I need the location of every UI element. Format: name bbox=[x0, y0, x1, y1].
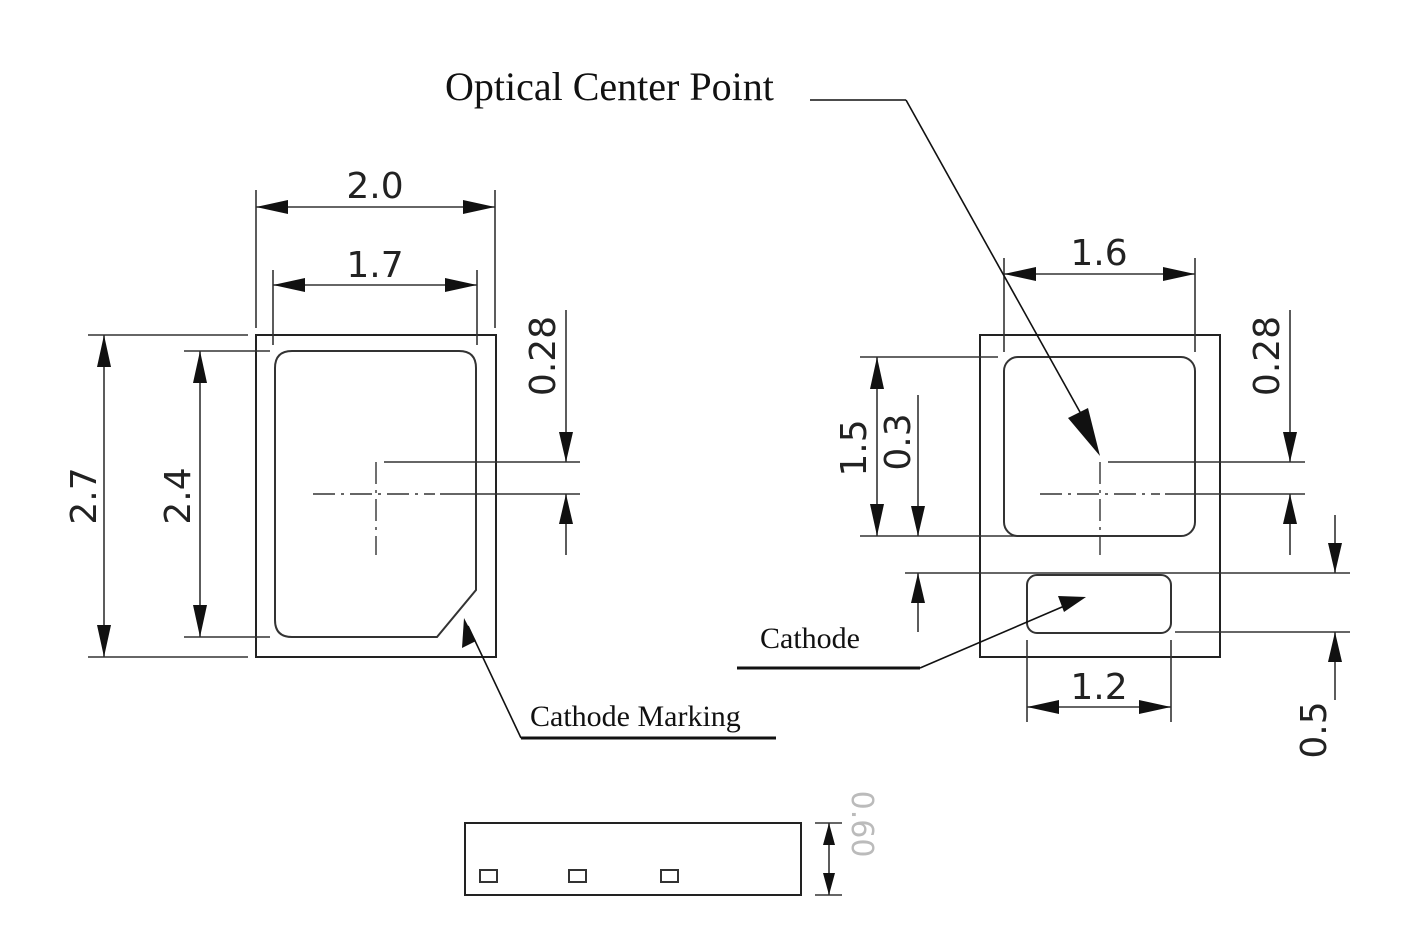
side-view-outline bbox=[464, 822, 802, 896]
top-view: 2.0 1.7 2.7 2.4 0.28 Cathode bbox=[64, 166, 776, 740]
dim-height-1-5: 1.5 bbox=[834, 419, 875, 476]
cathode-marking-label: Cathode Marking bbox=[530, 700, 741, 733]
optical-center-label: Optical Center Point bbox=[445, 64, 774, 109]
bottom-view: 1.6 1.5 0.3 0.28 0.5 bbox=[445, 64, 1350, 759]
dim-width-1-7: 1.7 bbox=[346, 245, 403, 286]
dim-width-2-0: 2.0 bbox=[346, 166, 403, 207]
side-view: 0.60 bbox=[464, 791, 879, 896]
dim-height-2-7: 2.7 bbox=[64, 467, 105, 524]
dim-width-1-6: 1.6 bbox=[1070, 233, 1127, 274]
dim-height-2-4: 2.4 bbox=[158, 467, 199, 524]
lead-pad-1 bbox=[479, 869, 498, 883]
lead-pad-2 bbox=[568, 869, 587, 883]
cathode-pad bbox=[1026, 574, 1172, 634]
dim-offset-0-28-right: 0.28 bbox=[1247, 316, 1288, 396]
top-view-outline bbox=[255, 334, 497, 658]
bottom-view-outline bbox=[979, 334, 1221, 658]
dim-gap-0-3: 0.3 bbox=[878, 413, 919, 470]
dim-thickness-0-60: 0.60 bbox=[844, 791, 879, 858]
cathode-label: Cathode bbox=[760, 622, 860, 655]
lead-pad-3 bbox=[660, 869, 679, 883]
top-view-lens bbox=[274, 350, 477, 638]
dim-width-1-2: 1.2 bbox=[1070, 667, 1127, 708]
dim-cathode-height-0-5: 0.5 bbox=[1294, 701, 1335, 758]
dim-offset-0-28: 0.28 bbox=[523, 316, 564, 396]
